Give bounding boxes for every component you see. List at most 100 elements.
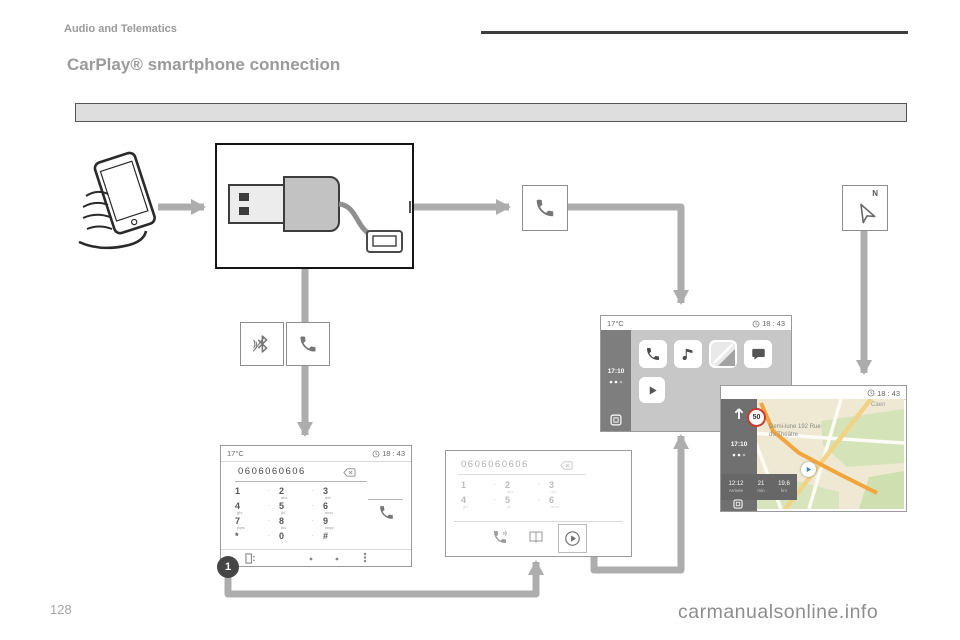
- status-bar: 17°C 18 : 43: [607, 319, 785, 328]
- page-title: CarPlay® smartphone connection: [67, 55, 341, 74]
- status-time: 18 : 43: [762, 319, 785, 328]
- dialed-number: 0606060606: [238, 466, 306, 477]
- dot-icon[interactable]: [335, 557, 339, 561]
- key-letters: def: [551, 489, 557, 494]
- key-digit: *: [235, 531, 239, 541]
- call-divider: [368, 499, 403, 500]
- now-playing-tile[interactable]: [639, 377, 665, 403]
- distance-label: km: [781, 488, 787, 493]
- bluetooth-streaming-box: [240, 322, 284, 366]
- temperature-label: 17°C: [227, 449, 244, 458]
- usb-cable-illustration: [228, 176, 403, 253]
- trip-info-panel: 12:12 21 19,6 Arrivée min km: [721, 474, 797, 500]
- selected-icon-frame: [558, 524, 587, 553]
- source-icon[interactable]: [245, 553, 256, 564]
- dot-icon[interactable]: [309, 557, 313, 561]
- app-tiles-row: [639, 340, 772, 368]
- city-label: Caen: [871, 402, 886, 408]
- key-digit: #: [323, 531, 329, 541]
- street-line-2: du Théâtre: [769, 431, 798, 438]
- navigation-mode-box: N: [842, 185, 888, 231]
- backspace-icon[interactable]: [343, 468, 356, 477]
- key-letters: jkl: [507, 504, 511, 509]
- dialed-number: 0606060606: [461, 459, 529, 470]
- key-0[interactable]: 0+: [279, 532, 323, 546]
- status-divider: [221, 461, 411, 462]
- key-digit: 8: [279, 516, 285, 526]
- key-1[interactable]: 1: [235, 487, 279, 501]
- key-digit: 0: [279, 531, 285, 541]
- phone-app-icon: [645, 346, 661, 362]
- speed-limit-sign: 50: [747, 408, 766, 427]
- music-note-icon: [680, 346, 696, 362]
- key-star[interactable]: *: [235, 532, 279, 546]
- north-label: N: [872, 189, 878, 198]
- phone-handset-box: [286, 322, 330, 366]
- home-button-icon[interactable]: [733, 499, 743, 509]
- key-digit: 6: [323, 501, 329, 511]
- status-bar: 18 : 43: [727, 389, 900, 398]
- guidance-arrow-icon: [734, 408, 744, 419]
- key-1[interactable]: 1: [461, 481, 505, 495]
- key-digit: 4: [461, 495, 467, 505]
- maps-app-tile[interactable]: [709, 340, 737, 368]
- key-digit: 5: [279, 501, 285, 511]
- key-letters: pqrs: [237, 525, 245, 530]
- title-divider-bar: [75, 103, 907, 122]
- bottom-divider: [221, 549, 411, 550]
- key-digit: 3: [549, 480, 555, 490]
- connector-tick: [409, 201, 411, 213]
- watermark: carmanualsonline.info: [678, 601, 879, 623]
- sidebar-time: 17:10: [730, 441, 748, 448]
- music-app-tile[interactable]: [674, 340, 702, 368]
- speech-bubble-icon: [751, 347, 766, 362]
- usb-cable-box: [215, 143, 414, 269]
- more-options-icon[interactable]: [363, 552, 367, 563]
- key-hash[interactable]: #: [323, 532, 367, 546]
- duration-label: min: [757, 488, 765, 493]
- call-button-icon[interactable]: [378, 504, 395, 521]
- key-digit: 6: [549, 495, 555, 505]
- key-digit: 9: [323, 516, 329, 526]
- clock-group: 18 : 43: [867, 389, 900, 398]
- carplay-sidebar: 17:10: [601, 330, 631, 431]
- key-digit: 7: [235, 516, 241, 526]
- key-digit: 5: [505, 495, 511, 505]
- key-letters: mno: [325, 510, 333, 515]
- contacts-icon[interactable]: [528, 529, 544, 545]
- bluetooth-icon: [251, 333, 273, 355]
- key-digit: 2: [505, 480, 511, 490]
- icons-divider: [454, 521, 623, 522]
- duration-value: 21: [757, 481, 765, 487]
- temperature-label: 17°C: [607, 319, 624, 328]
- backspace-icon[interactable]: [560, 461, 573, 470]
- phone-handset-icon: [534, 197, 556, 219]
- signal-dots-icon: [732, 453, 746, 457]
- distance-value: 19,6: [778, 481, 790, 487]
- bluetooth-phone-icon[interactable]: [492, 529, 508, 545]
- clock-icon: [867, 389, 875, 397]
- key-letters: tuv: [281, 525, 287, 530]
- play-call-icon[interactable]: [564, 530, 581, 547]
- map-position-button[interactable]: [801, 462, 816, 477]
- key-letters: ghi: [463, 504, 469, 509]
- phone-app-tile[interactable]: [639, 340, 667, 368]
- messages-app-tile[interactable]: [744, 340, 772, 368]
- key-letters: wxyz: [325, 525, 334, 530]
- home-button-icon[interactable]: [610, 414, 622, 426]
